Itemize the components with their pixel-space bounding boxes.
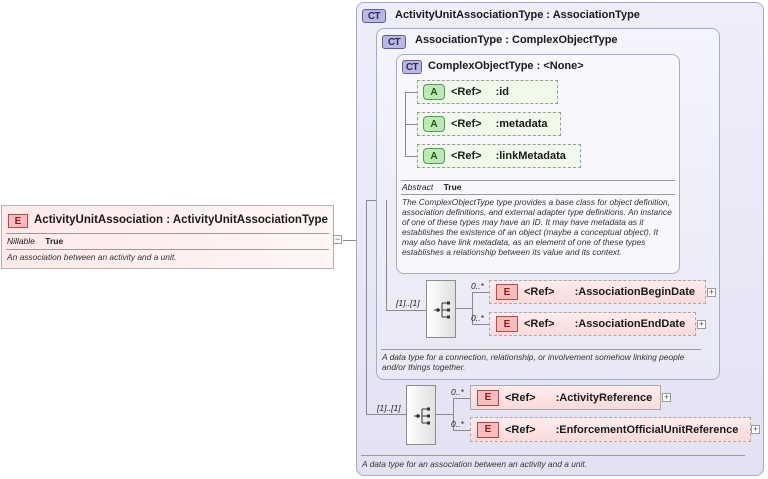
attribute-name: linkMetadata: [499, 150, 566, 162]
connector-line: [472, 292, 489, 293]
connector-line: [366, 200, 367, 414]
connector-line: [472, 324, 489, 325]
element-name: ActivityReference: [559, 391, 653, 404]
element-association-begin-date[interactable]: E <Ref> : AssociationBeginDate: [489, 280, 706, 304]
expand-toggle[interactable]: +: [751, 424, 760, 434]
outer-type-documentation: A data type for an association between a…: [362, 459, 588, 469]
connector-line: [436, 414, 453, 415]
connector-line: [386, 310, 426, 311]
attribute-ref: <Ref>: [451, 150, 482, 162]
attribute-name: id: [499, 86, 510, 98]
attribute-id[interactable]: A <Ref> : id: [417, 80, 558, 104]
element-name: EnforcementOfficialUnitReference: [559, 423, 739, 436]
complex-type-badge-icon: CT: [382, 35, 406, 49]
root-element-title: ActivityUnitAssociation : ActivityUnitAs…: [34, 214, 328, 226]
connector-line: [386, 200, 387, 310]
outer-type-title: ActivityUnitAssociationType : Associatio…: [395, 9, 640, 21]
element-badge-icon: E: [496, 316, 518, 332]
inner-type-documentation: The ComplexObjectType type provides a ba…: [402, 197, 672, 257]
element-activity-reference[interactable]: E <Ref> : ActivityReference: [470, 385, 661, 410]
middle-type-title: AssociationType : ComplexObjectType: [415, 34, 618, 46]
connector-line: [366, 414, 406, 415]
element-ref: <Ref>: [524, 318, 555, 330]
divider: [381, 349, 701, 350]
connector-line: [456, 308, 472, 309]
complex-type-badge-icon: CT: [362, 9, 386, 23]
attribute-ref: <Ref>: [451, 86, 482, 98]
divider: [401, 194, 675, 195]
root-element-type: ActivityUnitAssociationType: [172, 214, 328, 226]
complex-type-badge-icon: CT: [402, 60, 422, 74]
connector-line: [366, 200, 376, 201]
attribute-badge-icon: A: [423, 148, 445, 164]
root-element-name: ActivityUnitAssociation: [34, 214, 164, 226]
connector-line: [405, 124, 417, 125]
sequence-occurrence: [1]..[1]: [396, 298, 420, 308]
element-ref: <Ref>: [505, 391, 536, 404]
element-association-end-date[interactable]: E <Ref> : AssociationEndDate: [489, 312, 696, 336]
connector-line: [453, 398, 470, 399]
divider: [6, 249, 329, 250]
connector-line: [405, 92, 417, 93]
attribute-badge-icon: A: [423, 84, 445, 100]
connector-line: [472, 292, 473, 324]
divider: [401, 180, 675, 181]
element-enforcement-official-unit-reference[interactable]: E <Ref> : EnforcementOfficialUnitReferen…: [470, 417, 751, 442]
element-name: AssociationEndDate: [578, 318, 686, 330]
element-name: AssociationBeginDate: [578, 286, 695, 298]
attribute-name: metadata: [499, 118, 548, 130]
abstract-property: Abstract True: [402, 182, 462, 192]
connector-line: [405, 156, 417, 157]
nillable-property: Nillable True: [7, 236, 64, 246]
sequence-icon: [434, 301, 450, 319]
attribute-metadata[interactable]: A <Ref> : metadata: [417, 112, 561, 136]
collapse-toggle[interactable]: −: [333, 234, 342, 244]
connector-line: [453, 430, 470, 431]
expand-toggle[interactable]: +: [707, 287, 716, 297]
element-ref: <Ref>: [505, 423, 536, 436]
element-badge-icon: E: [477, 421, 499, 438]
element-badge-icon: E: [477, 389, 499, 406]
element-occurrence: 0..*: [471, 281, 484, 291]
divider: [361, 455, 745, 456]
inner-type-title: ComplexObjectType : <None>: [428, 60, 584, 72]
element-ref: <Ref>: [524, 286, 555, 298]
attribute-ref: <Ref>: [451, 118, 482, 130]
sequence-icon: [414, 407, 430, 425]
sequence-occurrence: [1]..[1]: [377, 403, 401, 413]
connector-line: [343, 240, 366, 241]
root-element-box[interactable]: E ActivityUnitAssociation : ActivityUnit…: [1, 205, 334, 269]
element-occurrence: 0..*: [451, 387, 464, 397]
attribute-badge-icon: A: [423, 116, 445, 132]
sequence-compositor-icon[interactable]: [426, 280, 456, 338]
divider: [6, 233, 329, 234]
element-badge-icon: E: [8, 214, 28, 228]
element-occurrence: 0..*: [451, 419, 464, 429]
root-documentation: An association between an activity and a…: [7, 252, 177, 262]
element-badge-icon: E: [496, 284, 518, 300]
element-occurrence: 0..*: [471, 313, 484, 323]
connector-line: [453, 398, 454, 430]
attribute-link-metadata[interactable]: A <Ref> : linkMetadata: [417, 144, 581, 168]
expand-toggle[interactable]: +: [662, 392, 671, 402]
middle-type-documentation: A data type for a connection, relationsh…: [382, 352, 685, 372]
expand-toggle[interactable]: +: [697, 319, 706, 329]
sequence-compositor-icon[interactable]: [406, 385, 436, 445]
